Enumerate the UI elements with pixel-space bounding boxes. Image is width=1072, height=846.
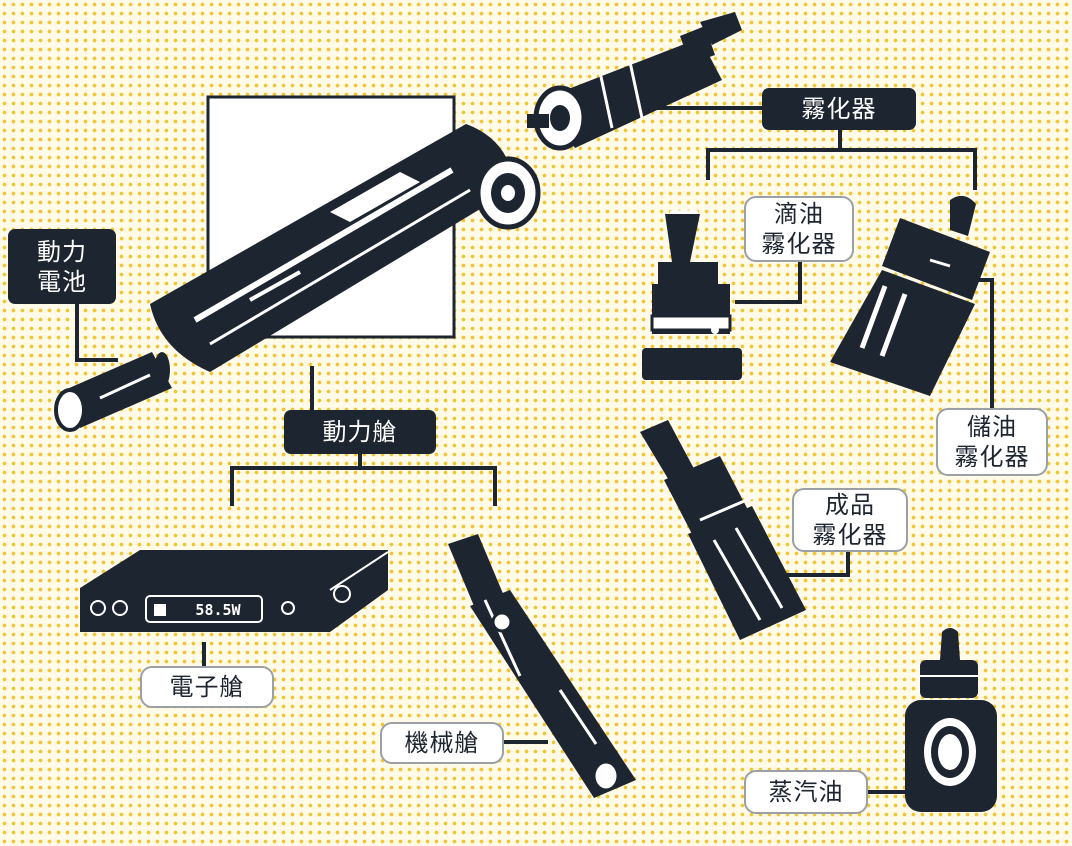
tank-atomizer-label: 儲油 霧化器 — [936, 408, 1048, 476]
mech-mod-icon — [448, 534, 636, 798]
e-liquid-bottle-icon — [905, 628, 997, 812]
tank-connector — [960, 278, 994, 408]
drip-connector — [735, 258, 802, 304]
battery-connector — [75, 297, 118, 362]
drip-atomizer-icon — [642, 210, 742, 380]
drip-atomizer-label: 滴油 霧化器 — [744, 196, 854, 262]
atomizer-branch — [706, 130, 977, 190]
tank-atomizer-icon — [830, 195, 990, 396]
prebuilt-atomizer-icon — [640, 420, 806, 640]
mod-screen-reading: 58.5W — [195, 601, 241, 619]
mod-screen — [145, 595, 263, 623]
vape-pen-icon — [150, 124, 541, 372]
power-battery-label: 動力 電池 — [8, 229, 116, 304]
mechanical-mod-label: 機械艙 — [380, 722, 504, 764]
power-unit-label: 動力艙 — [284, 410, 436, 454]
electronic-mod-label: 電子艙 — [140, 666, 274, 708]
box-mod-icon: 58.5W — [80, 550, 389, 632]
battery-cell-icon — [54, 352, 172, 432]
atomizer-head-icon — [527, 12, 742, 151]
e-liquid-label: 蒸汽油 — [744, 770, 868, 814]
power-unit-branch — [230, 454, 497, 506]
prebuilt-atomizer-label: 成品 霧化器 — [792, 488, 908, 552]
atomizer-label: 霧化器 — [762, 88, 916, 130]
prebuilt-connector — [783, 552, 850, 577]
